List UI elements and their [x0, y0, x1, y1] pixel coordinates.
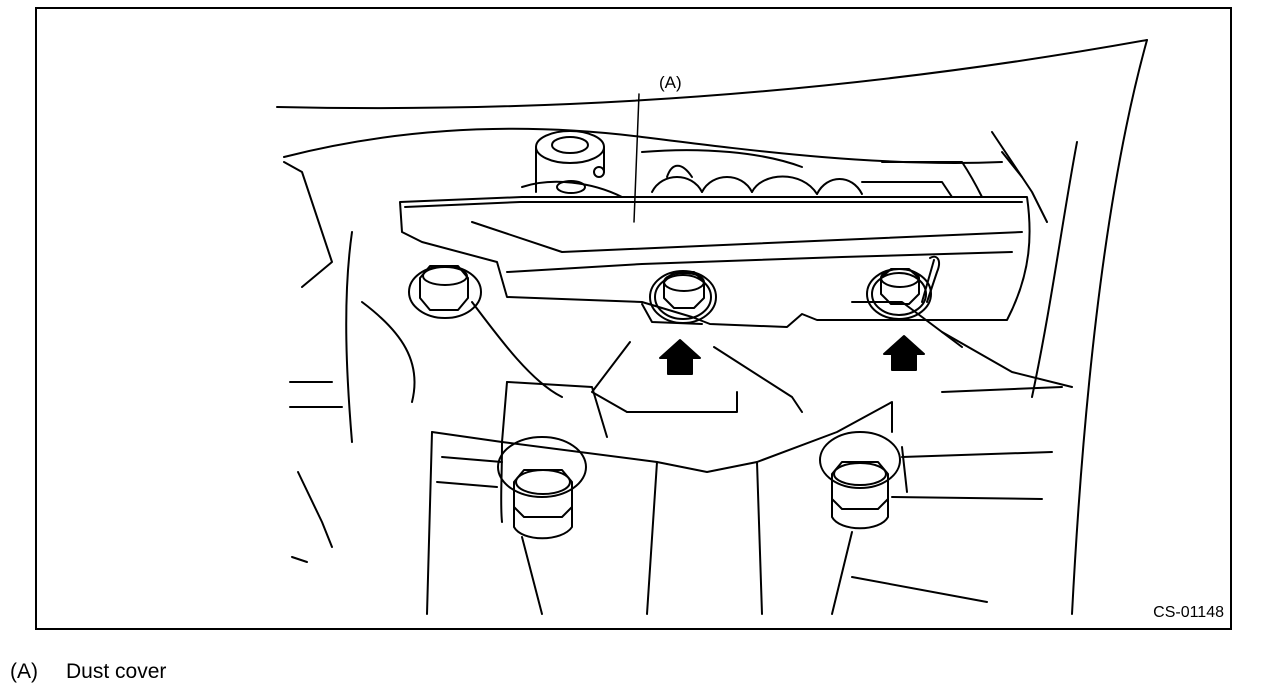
transmission-housing	[426, 341, 908, 615]
dust-cover-bolts	[408, 265, 932, 324]
callout-leader-line	[633, 93, 640, 223]
bolt-lower-left	[497, 436, 587, 540]
legend-item: (A) Dust cover	[10, 660, 166, 684]
background-contours	[276, 39, 1148, 615]
legend-text: Dust cover	[66, 660, 167, 683]
arrow-right-icon	[883, 335, 925, 371]
bolt-right-cover	[866, 268, 932, 320]
dust-cover	[399, 196, 1031, 328]
bolt-left-cover	[649, 270, 717, 324]
housing-bolts	[497, 431, 901, 615]
bolt-lower-right	[819, 431, 901, 530]
legend-key: (A)	[10, 660, 38, 683]
bolt-far-left	[408, 265, 482, 319]
upper-boss	[521, 130, 803, 198]
arrow-marks	[659, 335, 925, 375]
arrow-left-icon	[659, 339, 701, 375]
transmission-illustration	[276, 39, 1148, 615]
figure-code: CS-01148	[1153, 604, 1224, 621]
shift-linkage	[651, 161, 983, 198]
figure-frame: (A) CS-01148	[35, 7, 1232, 630]
callout-label-a: (A)	[659, 73, 682, 92]
